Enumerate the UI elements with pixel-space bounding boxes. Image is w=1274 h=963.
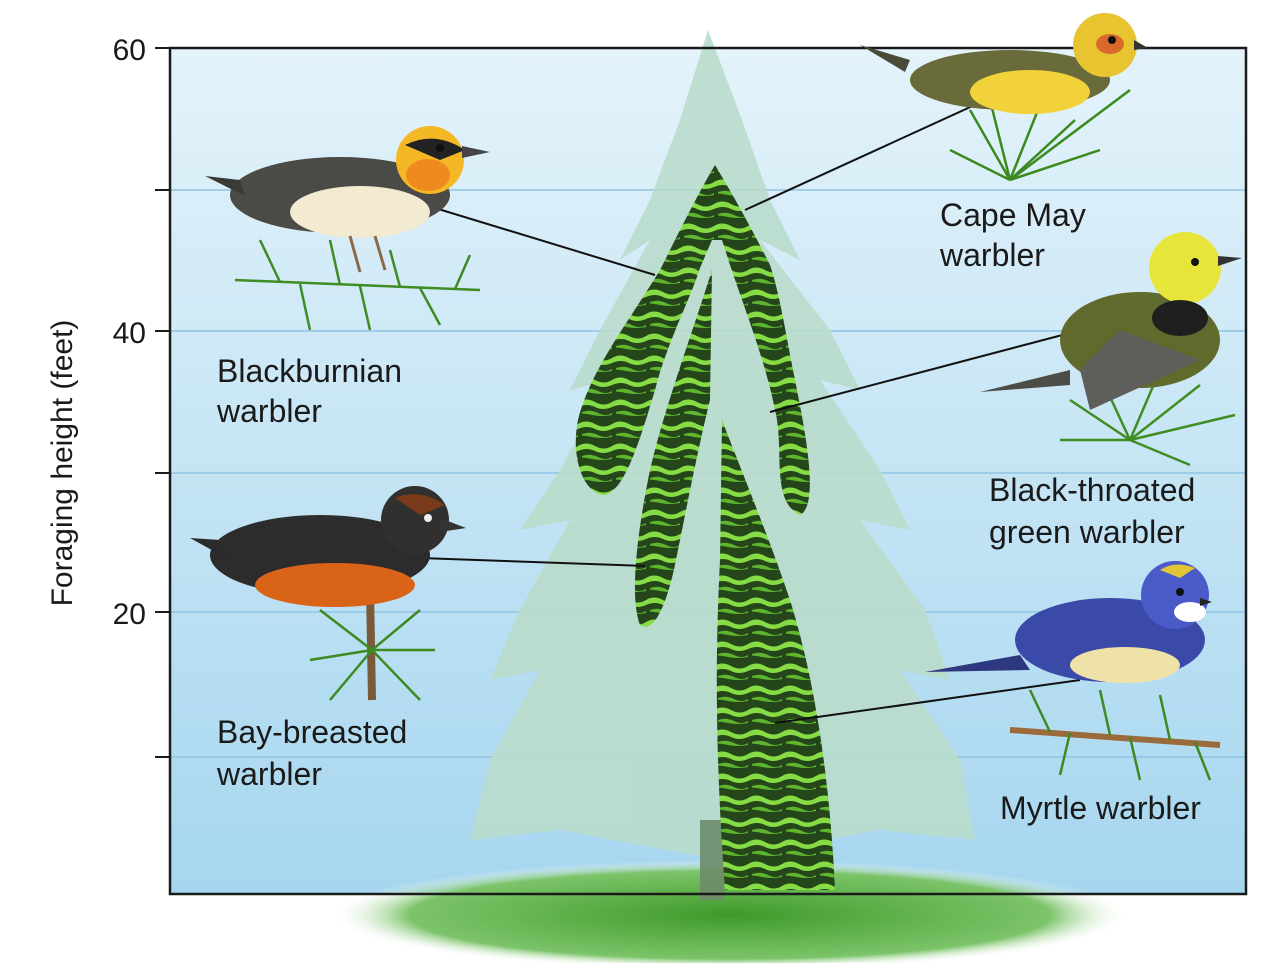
label-cape-may-line2: warbler — [939, 237, 1045, 273]
label-black-throated-green-line2: green warbler — [989, 514, 1185, 550]
tick-label-40: 40 — [113, 317, 146, 350]
label-cape-may-line1: Cape May — [940, 197, 1086, 233]
label-bay-breasted-line1: Bay-breasted — [217, 714, 407, 750]
label-black-throated-green-line1: Black-throated — [989, 472, 1195, 508]
label-blackburnian-line2: warbler — [216, 393, 322, 429]
tick-label-60: 60 — [113, 34, 146, 67]
label-bay-breasted-line2: warbler — [216, 756, 322, 792]
y-axis-title: Foraging height (feet) — [46, 320, 79, 607]
label-myrtle: Myrtle warbler — [1000, 790, 1201, 826]
label-myrtle-line1: Myrtle warbler — [1000, 790, 1201, 826]
label-blackburnian-line1: Blackburnian — [217, 353, 402, 389]
tick-label-20: 20 — [113, 598, 146, 631]
y-axis — [155, 48, 170, 757]
